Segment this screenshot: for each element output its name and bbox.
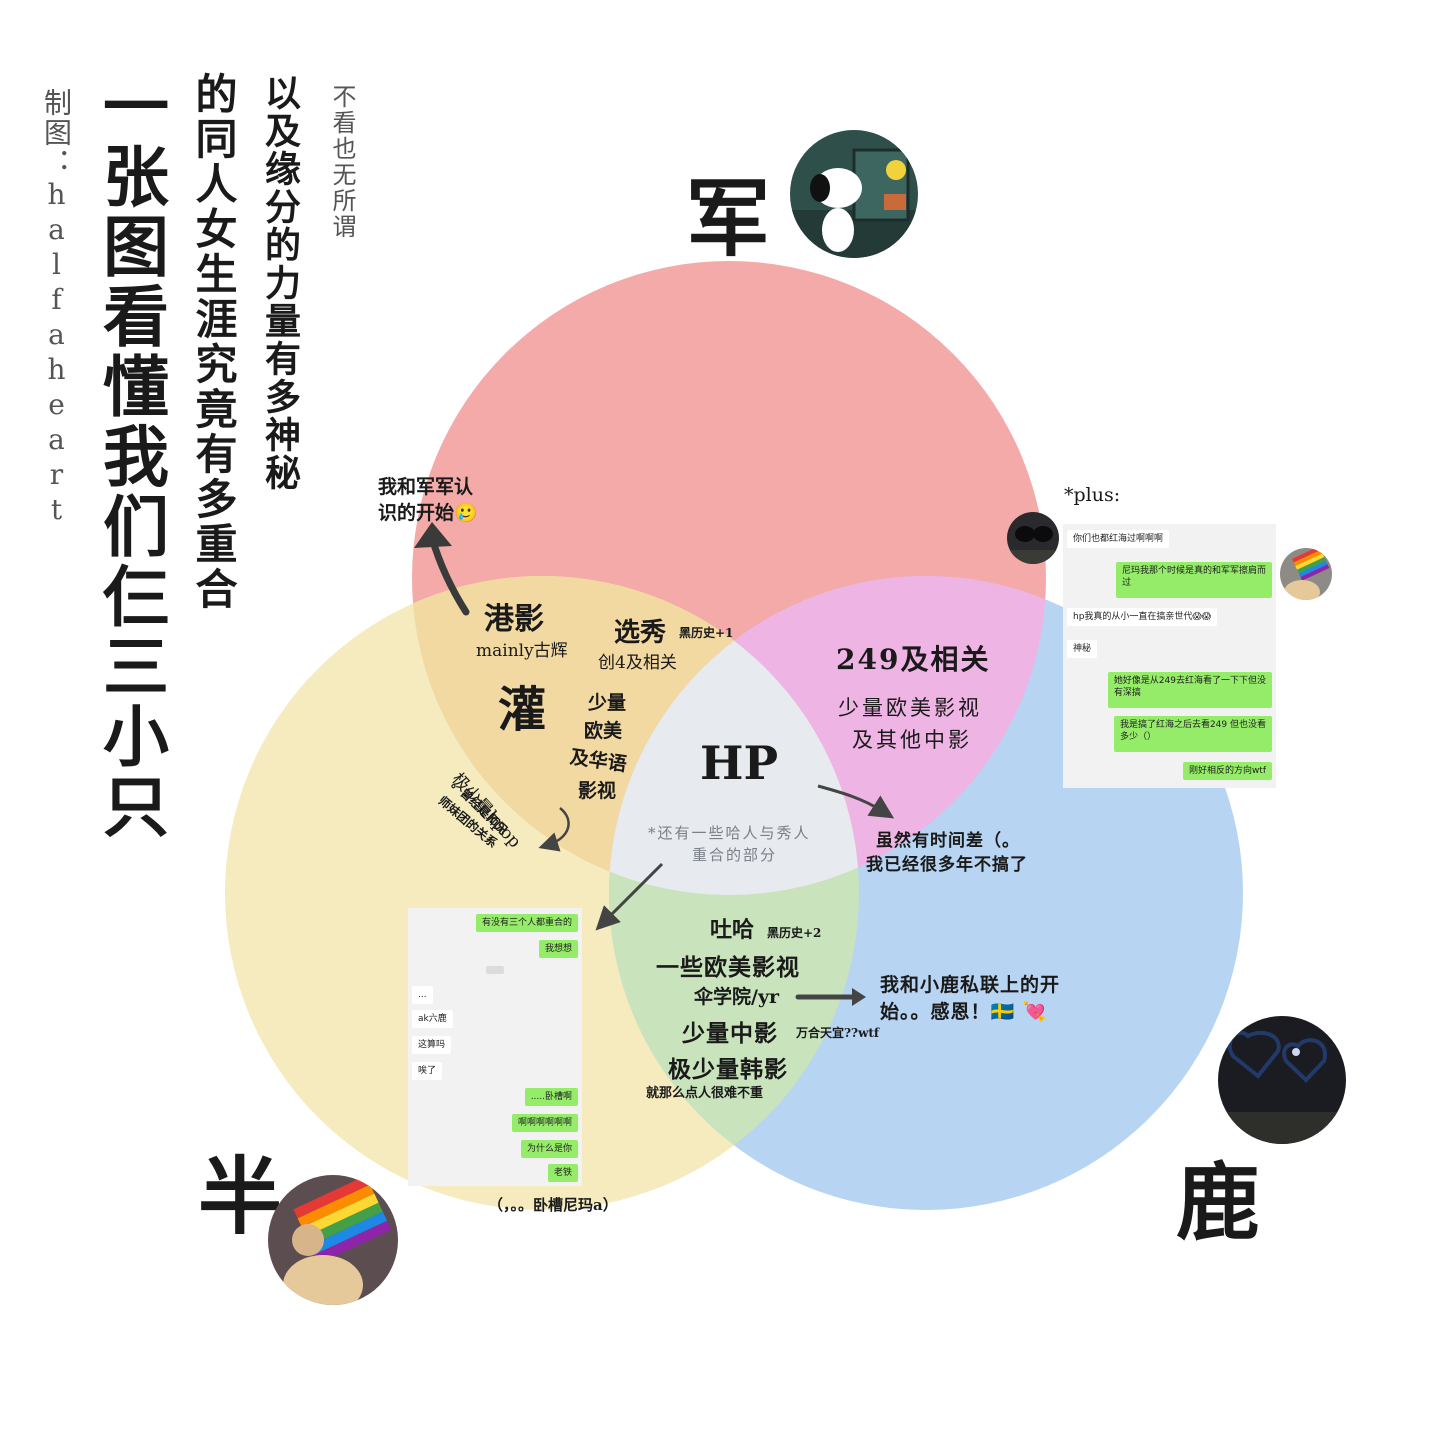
chat-right-msg-4: 神秘 (1067, 640, 1098, 658)
chat-right-msg-5-line1: 她好像是从249去红海看了一下下但没 (1113, 676, 1266, 686)
region-tl-xuanxiu: 选秀 (614, 618, 667, 648)
region-tr-249: 249及相关 (836, 643, 991, 676)
page-title: 一张图看懂我们仨三小只 (92, 72, 170, 842)
overlap-all-three (609, 576, 859, 895)
region-lr-zhongying: 少量中影 (682, 1020, 778, 1047)
chat-right-msg-3: hp我真的从小一直在搞亲世代😱😱 (1067, 608, 1218, 626)
arrow-to-left-chat (595, 862, 664, 931)
chat-right-msg-6: 我是搞了红海之后去看249 但也没看 多少（） (1113, 716, 1272, 752)
region-center-hp: HP (700, 736, 779, 790)
left-chat-screenshot: 有没有三个人都重合的 我想想 ... ak六鹿 这算吗 唉了 .....卧槽啊 … (408, 908, 582, 1186)
chat-right-msg-1: 你们也都红海过啊啊啊 (1067, 530, 1170, 548)
night-sky-avatar-icon (1218, 1016, 1346, 1144)
region-tl-gangying: 港影 (484, 602, 544, 637)
chat-left-msg-9: 为什么是你 (520, 1140, 578, 1158)
annotation-plus: *plus: (1064, 484, 1121, 506)
region-tr-zhongying: 及其他中影 (852, 728, 972, 752)
region-center-note2: 重合的部分 (692, 846, 778, 864)
region-tl-chuang4: 创4及相关 (598, 653, 677, 673)
annotation-wocao: （，。。卧槽尼玛a） (488, 1196, 618, 1214)
chat-left-msg-1: 有没有三个人都重合的 (475, 914, 578, 932)
chat-left-msg-3: ... (412, 986, 433, 1004)
region-lr-sanxueyuan: 伞学院/yr (694, 986, 779, 1008)
chat-right-msg-7: 刚好相反的方向wtf (1182, 762, 1272, 780)
region-tl-guan: 灌 (498, 682, 547, 738)
chat-left-msg-6: 唉了 (412, 1062, 443, 1080)
region-lr-jiunamedian: 就那么点人很难不重 (646, 1086, 764, 1101)
region-tl-yingshi: 影视 (578, 780, 617, 802)
right-chat-screenshot: 你们也都红海过啊啊啊 尼玛我那个时候是真的和军军擦肩而 过 hp我真的从小一直在… (1063, 524, 1276, 788)
label-jun: 军 (686, 169, 771, 268)
arrow-kpop-note (538, 807, 570, 852)
subtitle-2: 以及缘分的力量有多神秘 (259, 74, 301, 492)
chat-right-msg-5-line2: 有深搞 (1113, 688, 1141, 698)
chat-left-msg-2: 我想想 (538, 940, 578, 958)
chat-right-msg-2: 尼玛我那个时候是真的和军军擦肩而 过 (1115, 562, 1272, 598)
region-tl-mainly: mainly古辉 (476, 641, 568, 661)
chat-left-msg-8: 啊啊啊啊啊啊 (511, 1114, 578, 1132)
annotation-time-diff-2: 我已经很多年不搞了 (866, 855, 1028, 875)
chat-right-msg-2-line2: 过 (1121, 578, 1131, 588)
label-lu: 鹿 (1176, 1153, 1261, 1252)
arrow-to-time-diff (817, 784, 895, 819)
region-tl-shaoliang: 少量 (588, 692, 627, 714)
annotation-jun-start-1: 我和军军认 (378, 476, 474, 498)
credit-text: 制图：halfaheart (40, 88, 73, 528)
region-tl-oumei: 欧美 (584, 720, 623, 742)
annotation-lu-start-1: 我和小鹿私联上的开 (880, 974, 1061, 996)
subtitle: 的同人女生涯究竟有多重合 (189, 72, 238, 612)
chat-right-msg-6-line1: 我是搞了红海之后去看249 但也没看 (1119, 720, 1266, 730)
chat-right-msg-5: 她好像是从249去红海看了一下下但没 有深搞 (1107, 672, 1272, 708)
snoopy-avatar-icon (790, 130, 918, 258)
region-lr-hanying: 极少量韩影 (668, 1056, 788, 1083)
region-center-note1: *还有一些哈人与秀人 (648, 824, 811, 842)
region-lr-oumei: 一些欧美影视 (656, 954, 800, 981)
chat-right-msg-6-line2: 多少（） (1119, 732, 1156, 742)
annotation-time-diff-1: 虽然有时间差（。 (876, 831, 1020, 851)
region-tr-oumei: 少量欧美影视 (838, 696, 982, 720)
chat-left-msg-10: 老铁 (547, 1164, 578, 1182)
note-text: 不看也无所谓 (328, 84, 356, 240)
annotation-jun-start-2: 识的开始🥲 (378, 502, 478, 524)
chat-time-divider (486, 966, 504, 974)
arrowhead-lu-note (852, 988, 866, 1006)
rainbow-flag-avatar-icon (268, 1175, 398, 1305)
arrowhead-jun-note (414, 522, 452, 548)
sunglasses-avatar-icon (1007, 512, 1059, 564)
chat-right-msg-2-line1: 尼玛我那个时候是真的和军军擦肩而 (1121, 566, 1266, 576)
region-tl-heilishi1: 黑历史+1 (679, 626, 734, 640)
chat-left-msg-5: 这算吗 (412, 1036, 452, 1054)
region-lr-heilishi2: 黑历史+2 (767, 926, 822, 940)
chat-left-msg-4: ak六鹿 (412, 1010, 453, 1028)
region-lr-wanhe: 万合天宜??wtf (796, 1026, 880, 1040)
region-lr-tuha: 吐哈 (710, 917, 755, 943)
small-rainbow-avatar-icon (1280, 548, 1332, 600)
chat-left-msg-7: .....卧槽啊 (524, 1088, 578, 1106)
annotation-lu-start-2: 始。。感恩！🇸🇪 💘 (880, 1001, 1048, 1023)
